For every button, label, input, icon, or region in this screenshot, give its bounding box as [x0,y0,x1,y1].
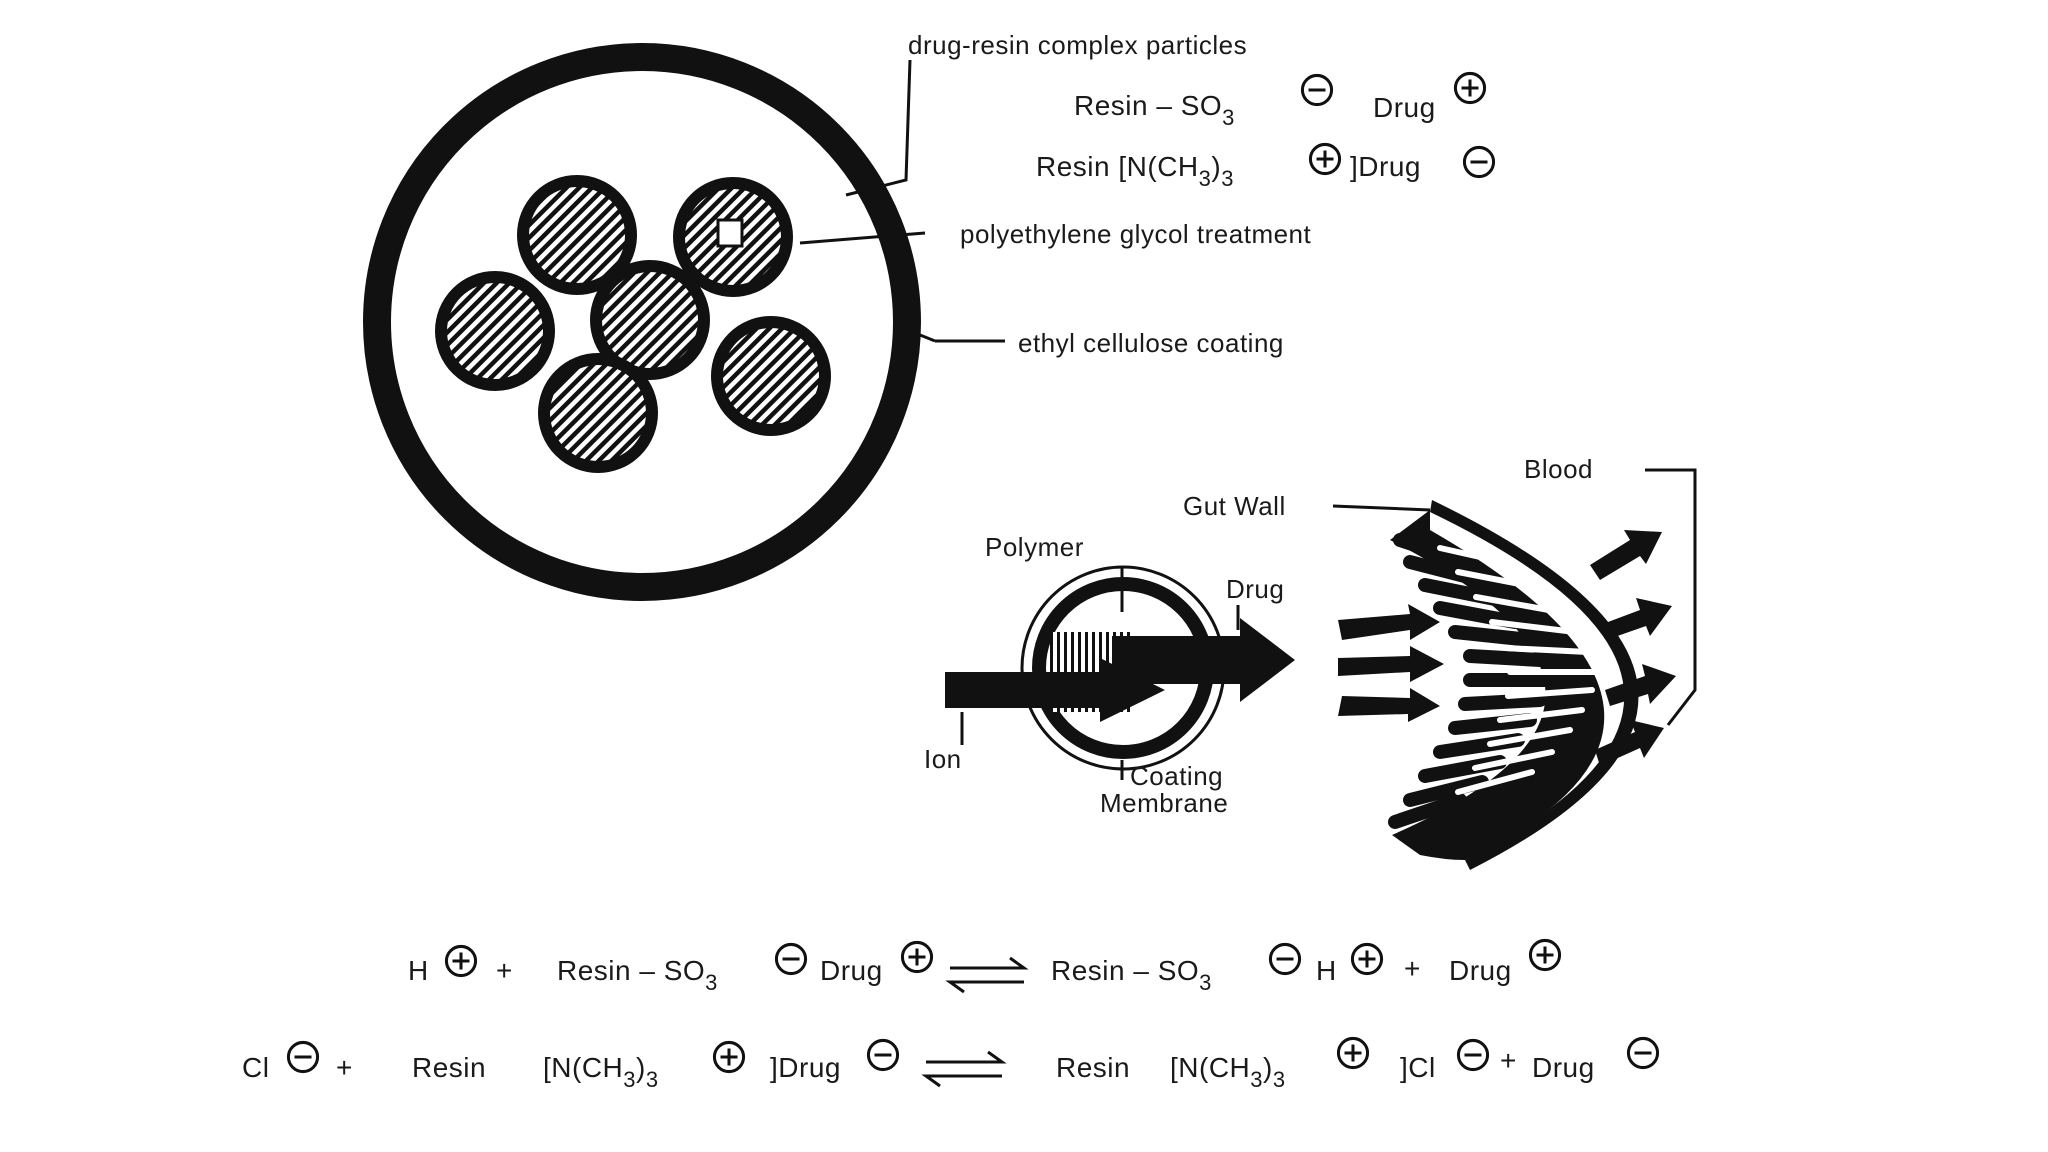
minus-charge-icon [1300,73,1334,107]
minus-charge-icon [774,942,808,976]
svg-text:Cl: Cl [242,1052,269,1083]
release-leader-lines [960,468,1697,780]
gut-wall-band [1390,510,1605,860]
equation-anion-exchange: Cl + Resin [N(CH3)3 ]Drug Resin [N(CH3)3… [242,1036,1660,1092]
svg-text:[N(CH3)3: [N(CH3)3 [1170,1052,1286,1092]
minus-charge-icon [866,1038,900,1072]
villi-gaps [1437,545,1597,795]
minus-charge-icon [286,1040,320,1074]
resin-particle [435,271,555,391]
resin-particle [590,260,710,380]
svg-text:Resin – SO3: Resin – SO3 [557,955,718,995]
resin-particle [711,316,831,436]
svg-text:Resin – SO3: Resin – SO3 [1051,955,1212,995]
svg-text:Drug: Drug [820,955,883,986]
svg-text:H: H [1316,955,1337,986]
svg-text:+: + [496,955,513,986]
plus-charge-icon [444,944,478,978]
svg-text:+: + [1404,953,1421,984]
minus-charge-icon [1462,145,1496,179]
drug-arrow [1112,618,1295,702]
svg-text:Drug: Drug [1532,1052,1595,1083]
label-membrane: Membrane [1100,788,1228,818]
minus-charge-icon [1456,1038,1490,1072]
plus-charge-icon [1528,938,1562,972]
label-ethyl-cellulose-coating: ethyl cellulose coating [1018,328,1284,358]
blood-uptake-arrows [1590,530,1676,766]
svg-text:Resin [N(CH3)3: Resin [N(CH3)3 [1036,151,1234,191]
label-polymer: Polymer [985,532,1084,562]
resin-particle [538,353,658,473]
plus-charge-icon [1308,142,1342,176]
svg-text:+: + [336,1052,353,1083]
gut-wall [1388,500,1639,870]
equation-cation-exchange: H + Resin – SO3 Drug Resin – SO3 H + Dru… [408,938,1562,995]
minus-charge-icon [1268,942,1302,976]
equilibrium-arrows [921,1050,1007,1088]
svg-text:]Drug: ]Drug [1350,151,1421,182]
resin-particles [435,175,831,473]
svg-text:Drug: Drug [1373,92,1436,123]
svg-text:+: + [1500,1045,1517,1076]
svg-text:Resin – SO3: Resin – SO3 [1074,90,1235,130]
svg-text:H: H [408,955,429,986]
label-ion: Ion [924,744,962,774]
plus-charge-icon [712,1040,746,1074]
plus-charge-icon [900,940,934,974]
equilibrium-arrows [945,956,1029,994]
label-drug: Drug [1226,574,1284,604]
plus-charge-icon [1453,71,1487,105]
minus-charge-icon [1626,1036,1660,1070]
svg-text:[N(CH3)3: [N(CH3)3 [543,1052,659,1092]
svg-text:Resin: Resin [412,1052,486,1083]
particle-cutaway [716,218,744,248]
coated-particle [363,43,921,601]
label-drug-resin-particles: drug-resin complex particles [908,30,1247,60]
svg-text:]Drug: ]Drug [770,1052,841,1083]
label-coating: Coating [1130,761,1223,791]
svg-text:]Cl: ]Cl [1400,1052,1436,1083]
label-blood: Blood [1524,454,1593,484]
ion-arrow [945,658,1165,722]
plus-charge-icon [1350,942,1384,976]
plus-charge-icon [1336,1036,1370,1070]
formula-resin-amine-drug: Resin [N(CH3)3 ]Drug [1036,142,1496,191]
top-leader-lines [799,59,1005,343]
label-gut-wall: Gut Wall [1183,491,1286,521]
formula-resin-so3-drug: Resin – SO3 Drug [1074,71,1487,130]
drug-release-arrows [1338,604,1444,722]
label-peg-treatment: polyethylene glycol treatment [960,219,1312,249]
resin-particle [517,175,637,295]
svg-text:Resin: Resin [1056,1052,1130,1083]
svg-text:Drug: Drug [1449,955,1512,986]
